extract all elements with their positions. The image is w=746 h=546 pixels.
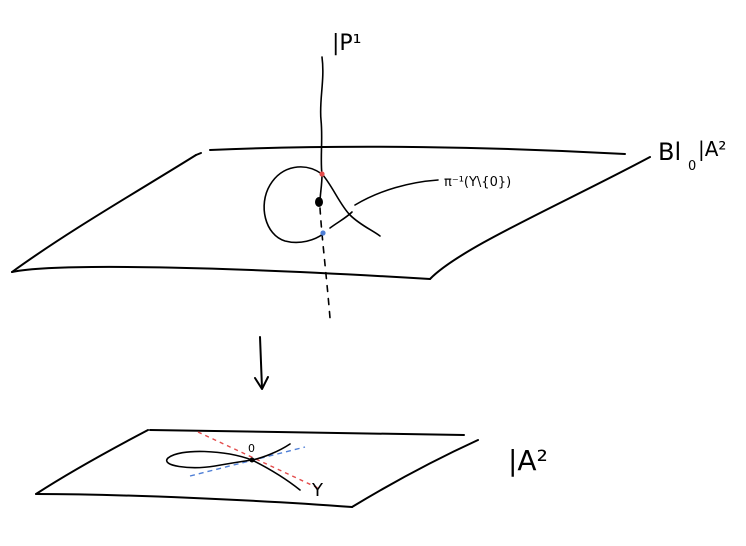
affine-plane-front-edge — [35, 493, 353, 508]
blowup-label: Bl 0 |A² — [658, 137, 726, 174]
nodal-curve — [165, 443, 301, 491]
blowup-label-space: |A² — [698, 137, 726, 161]
preimage-leader-line — [354, 179, 439, 206]
blowup-surface-right-edge — [429, 156, 651, 280]
p1-label: |P¹ — [332, 31, 362, 56]
affine-plane-surface — [35, 429, 479, 508]
preimage-label: π⁻¹(Y\{0}) — [444, 175, 511, 190]
tangent-line-blue — [189, 446, 306, 477]
blowup-surface-left-edge — [11, 154, 197, 273]
blue-point — [320, 230, 326, 236]
exceptional-divisor — [319, 56, 331, 319]
affine-plane-right-edge — [351, 439, 479, 508]
tangent-line-red — [197, 431, 319, 489]
nodal-curve-branch-right — [251, 443, 291, 461]
blowup-surface-back-edge — [209, 145, 626, 155]
strict-transform-branch — [321, 173, 381, 237]
projection-arrow-shaft — [259, 336, 263, 389]
red-point — [319, 171, 325, 177]
affine-plane-left-edge — [35, 429, 149, 495]
strict-transform — [263, 166, 381, 244]
origin-label: 0 — [248, 442, 255, 455]
affine-plane-back-edge — [149, 429, 465, 436]
exceptional-divisor-lower — [319, 207, 331, 319]
affine-plane-label: |A² — [508, 444, 548, 477]
nodal-curve-branch-down — [251, 459, 301, 491]
strict-transform-loop — [263, 166, 324, 244]
nodal-curve-loop — [165, 450, 253, 469]
blowup-label-sub: 0 — [688, 159, 696, 174]
exceptional-divisor-upper — [319, 56, 324, 203]
strict-transform-tail — [329, 211, 353, 229]
blowup-label-main: Bl — [658, 138, 681, 166]
blowup-surface-front-edge — [11, 265, 431, 280]
origin-point-blowup — [315, 197, 323, 207]
projection-arrow-head — [254, 376, 269, 390]
curve-y-label: Y — [311, 480, 324, 501]
origin-point — [249, 457, 255, 463]
projection-arrow — [254, 336, 269, 390]
blowup-surface — [11, 145, 651, 280]
